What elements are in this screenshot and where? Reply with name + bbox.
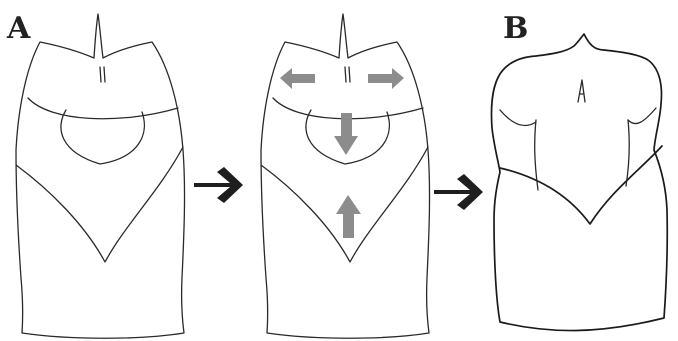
panel-a-pocket [61,110,144,164]
transition-arrow-1 [194,167,243,203]
panel-b-v-line [500,146,662,224]
panel-b-shoulder-left [500,110,536,126]
panel-a-outline [16,14,185,338]
panel-middle-notch [345,67,350,82]
panel-b-shoulder-right [628,108,656,124]
panel-b-label: B [503,14,528,44]
up-arrow-icon [336,195,361,238]
panel-middle-body [261,14,430,338]
transition-arrow-2 [434,174,483,210]
panel-a-notch [100,67,105,82]
panel-b-inner-right [626,120,629,186]
panel-a-label: A [7,14,30,44]
panel-b-body [491,34,667,331]
right-arrow-icon [368,68,404,89]
right-arrow-icon [434,174,483,210]
panel-middle-outline [261,14,430,338]
panel-a-body [16,14,185,338]
left-arrow-icon [280,68,315,89]
panel-a-upper-band [28,98,178,119]
right-arrow-icon [194,167,243,203]
panel-b-notch [578,80,585,102]
panel-b-outline [491,34,667,331]
